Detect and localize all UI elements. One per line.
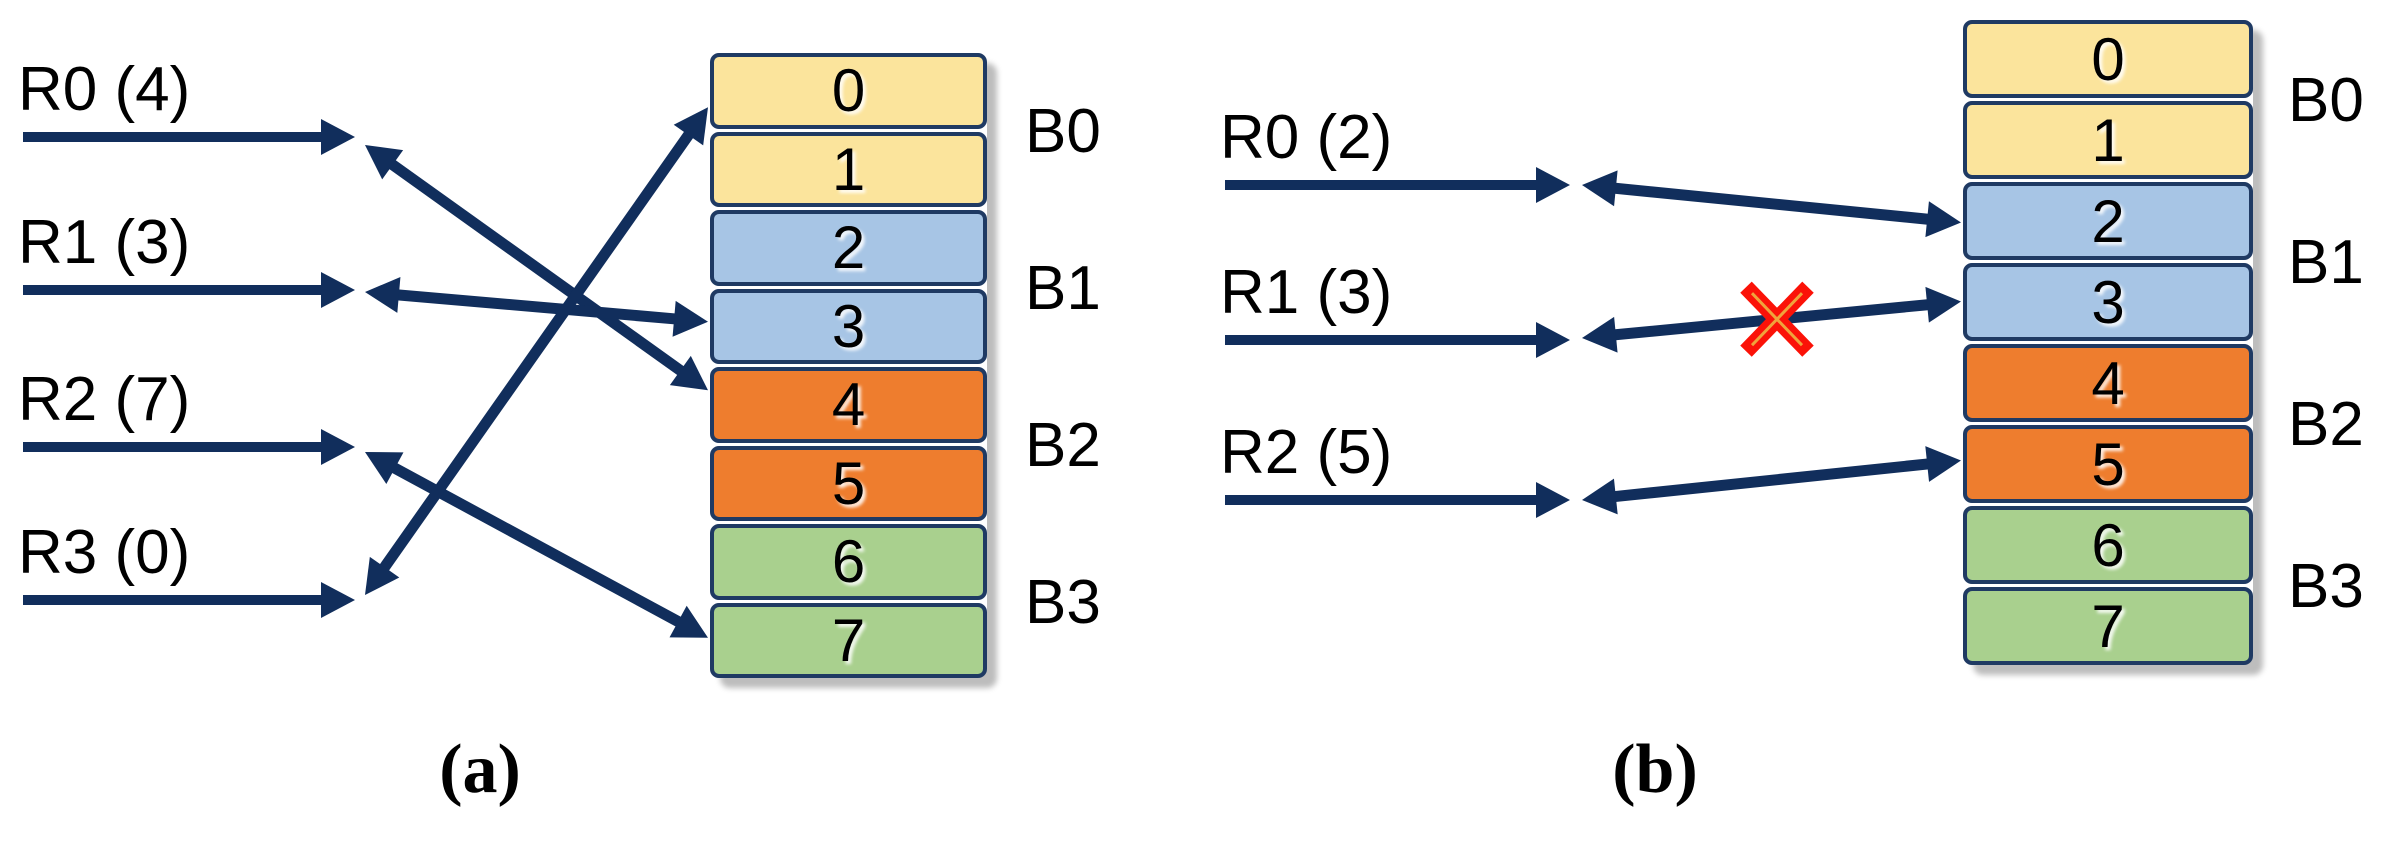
- memory-cell-b2: 2: [1963, 182, 2253, 260]
- request-label-b2: R2 (5): [1220, 418, 1393, 487]
- transfer-arrow-b2: [1608, 457, 1935, 503]
- bank-label-a2: B2: [1025, 410, 1101, 480]
- request-arrow-a2-head: [321, 429, 355, 465]
- panel-b-caption: (b): [1612, 731, 1698, 808]
- transfer-arrow-b1-head: [1925, 286, 1961, 323]
- transfer-arrow-a1-head: [672, 300, 708, 337]
- panel-a-caption: (a): [439, 731, 521, 808]
- transfer-arrow-b0-head-back: [1582, 170, 1618, 207]
- request-arrow-b0-head: [1536, 167, 1570, 203]
- memory-cell-a0: 0: [710, 53, 987, 129]
- memory-cell-a2: 2: [710, 210, 987, 286]
- transfer-arrow-a3-head: [673, 107, 708, 146]
- bank-label-a3: B3: [1025, 567, 1101, 637]
- memory-cell-a7: 7: [710, 602, 987, 678]
- memory-cell-b6: 6: [1963, 506, 2253, 584]
- request-label-b1: R1 (3): [1220, 258, 1393, 327]
- memory-cell-a1: 1: [710, 131, 987, 207]
- bank-label-b2: B2: [2288, 390, 2364, 459]
- request-arrow-a0-head: [321, 119, 355, 155]
- request-arrow-a3-head: [321, 582, 355, 618]
- bank-label-b0: B0: [2288, 66, 2364, 135]
- transfer-arrow-b0-head: [1925, 201, 1961, 238]
- bank-label-a1: B1: [1025, 253, 1101, 323]
- memory-cell-b4: 4: [1963, 344, 2253, 422]
- transfer-arrow-a1-head-back: [365, 277, 401, 313]
- transfer-arrow-a2-head-back: [365, 452, 404, 485]
- bank-label-b1: B1: [2288, 228, 2364, 297]
- memory-cell-a6: 6: [710, 524, 987, 600]
- transfer-arrow-a2-head: [669, 605, 708, 638]
- transfer-arrow-b2-head-back: [1582, 478, 1618, 515]
- transfer-arrow-b0: [1608, 182, 1935, 226]
- memory-cell-a4: 4: [710, 367, 987, 443]
- request-label-a3: R3 (0): [18, 518, 191, 587]
- memory-cell-b5: 5: [1963, 425, 2253, 503]
- transfer-arrow-a1: [391, 288, 682, 325]
- memory-cell-a3: 3: [710, 288, 987, 364]
- memory-cell-a5: 5: [710, 445, 987, 521]
- request-label-a0: R0 (4): [18, 55, 191, 124]
- transfer-arrow-a0: [383, 156, 690, 380]
- bank-label-a0: B0: [1025, 96, 1101, 166]
- bank-label-b3: B3: [2288, 552, 2364, 621]
- transfer-arrow-b1-head-back: [1582, 316, 1618, 353]
- request-label-b0: R0 (2): [1220, 103, 1393, 172]
- transfer-arrow-a3-head-back: [365, 556, 400, 595]
- request-label-a1: R1 (3): [18, 208, 191, 277]
- transfer-arrow-a0-head: [669, 355, 708, 391]
- request-arrow-b2-head: [1536, 482, 1570, 518]
- request-arrow-b1-head: [1536, 322, 1570, 358]
- request-label-a2: R2 (7): [18, 365, 191, 434]
- transfer-arrow-a0-head-back: [365, 145, 404, 180]
- memory-cell-b1: 1: [1963, 101, 2253, 179]
- conflict-x-icon: [1740, 281, 1814, 357]
- transfer-arrow-b2-head: [1925, 446, 1961, 482]
- memory-cell-b3: 3: [1963, 263, 2253, 341]
- transfer-arrow-a3: [376, 126, 697, 577]
- memory-cell-b7: 7: [1963, 587, 2253, 665]
- request-arrow-a1-head: [321, 272, 355, 308]
- conflict-x-inner-stroke: [1750, 292, 1804, 347]
- memory-cell-b0: 0: [1963, 20, 2253, 98]
